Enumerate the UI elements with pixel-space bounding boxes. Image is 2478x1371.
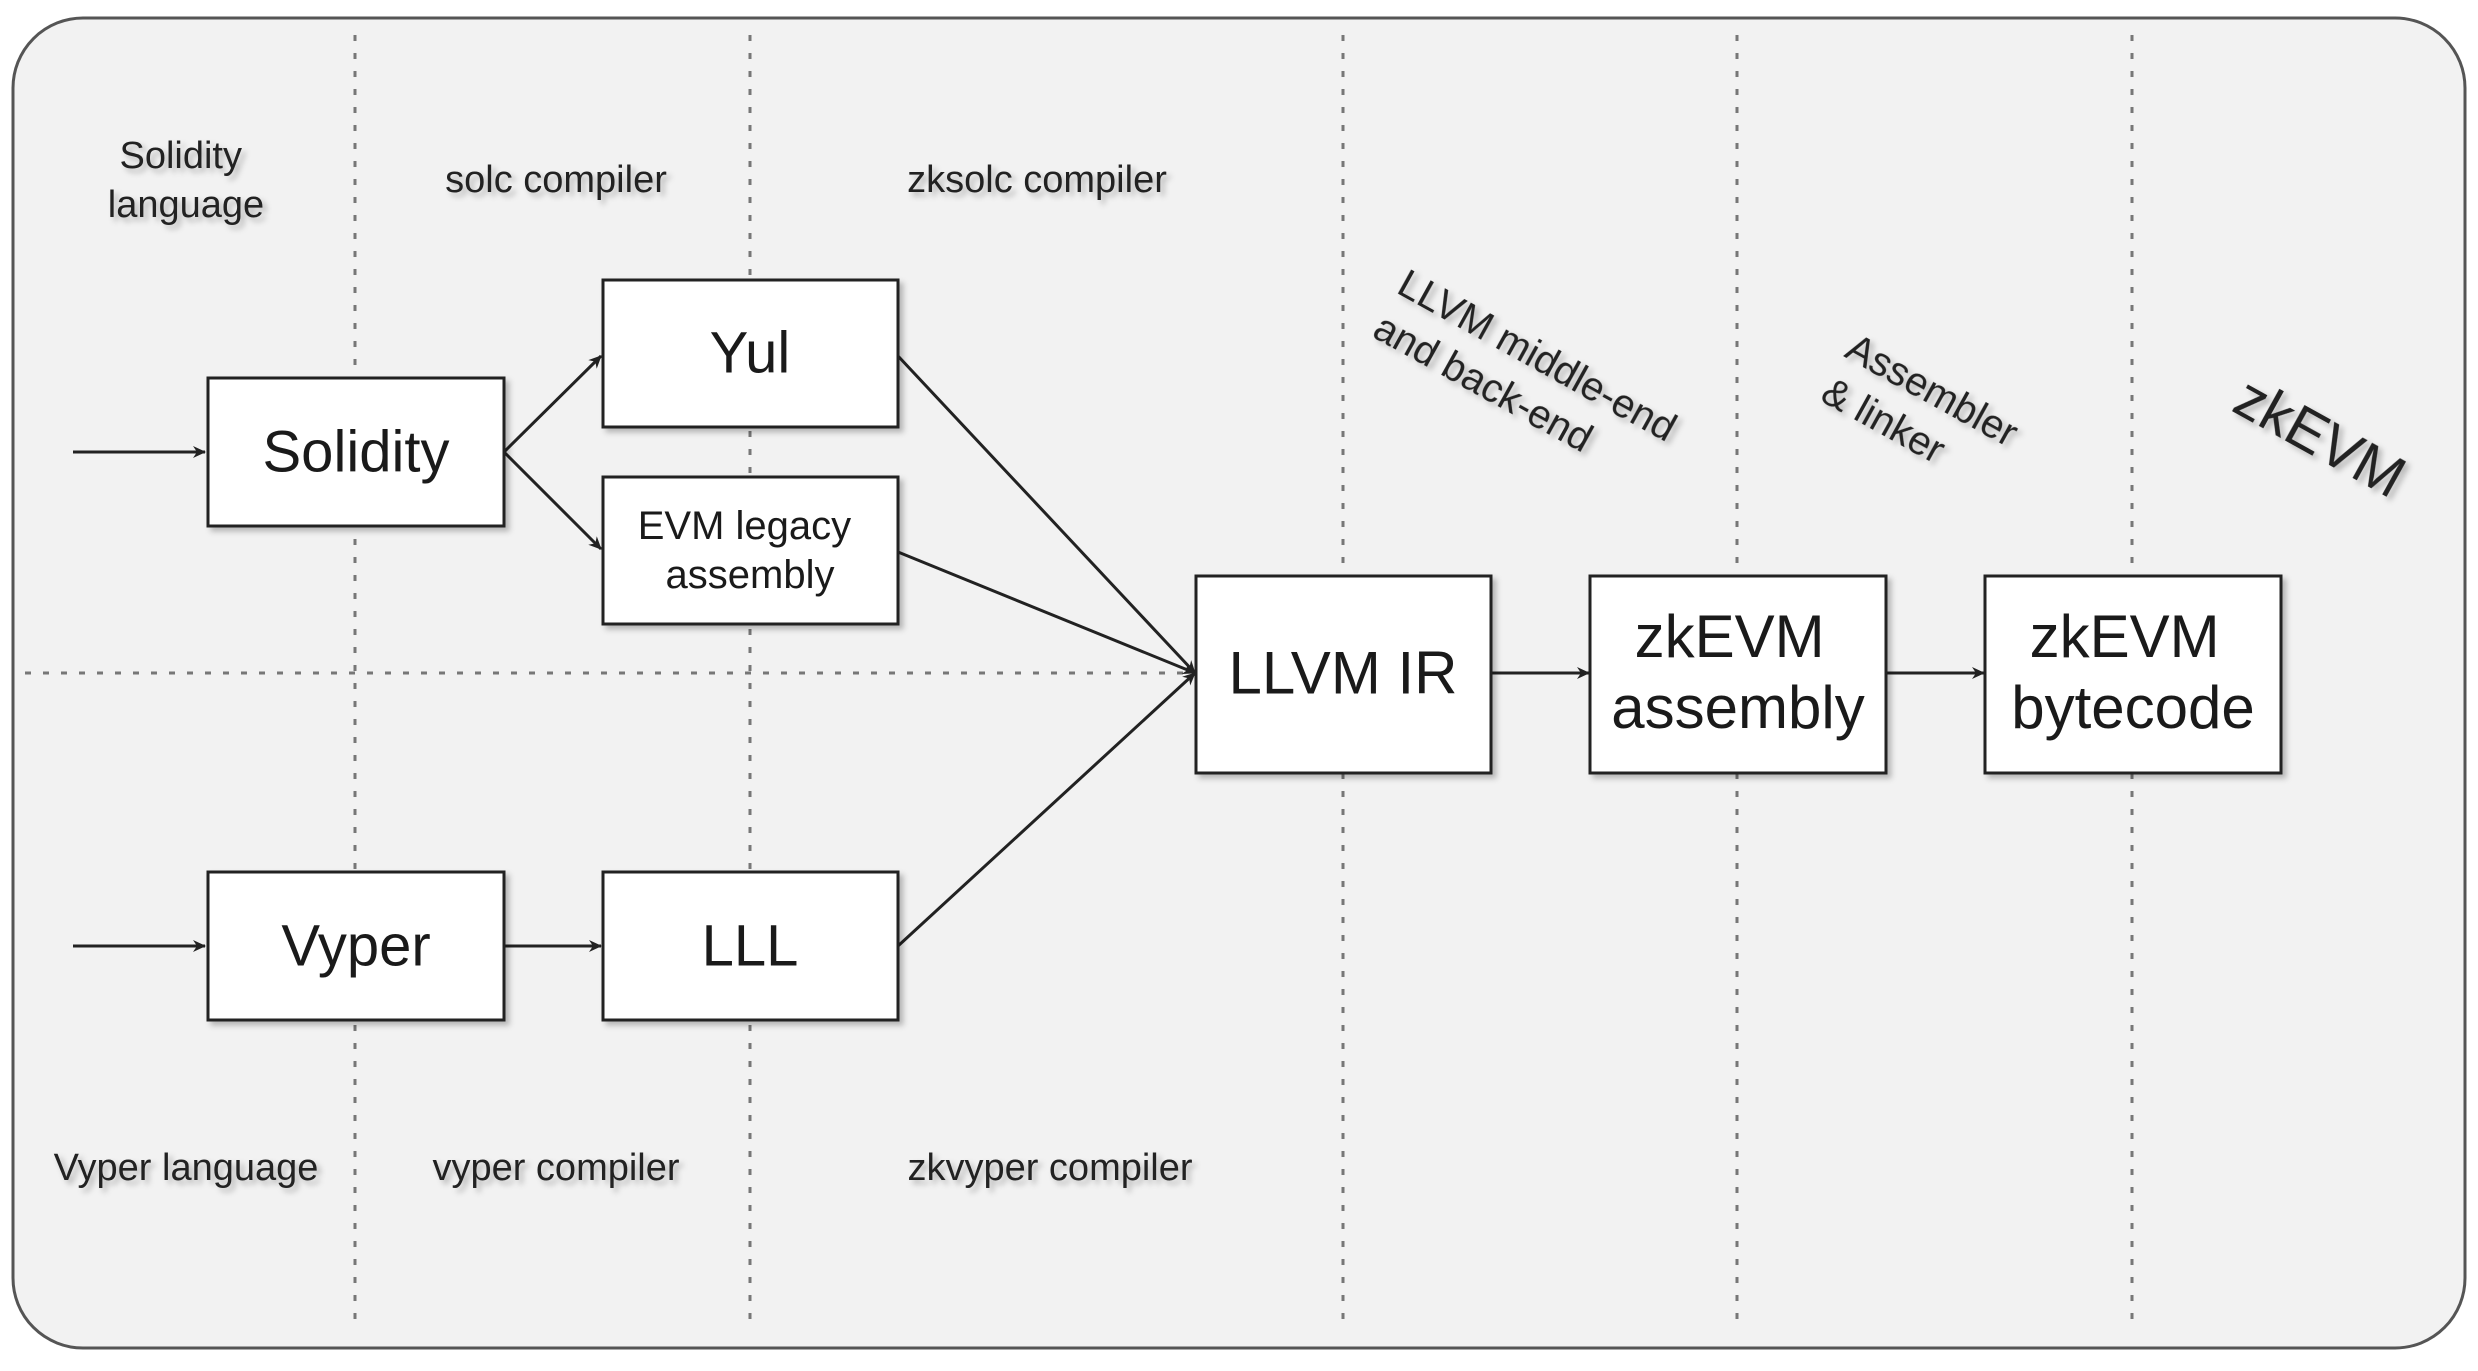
- node-yul-label: Yul: [710, 321, 791, 386]
- label-zkvyper-compiler: zkvyper compiler: [907, 1147, 1192, 1189]
- node-zkevm-assembly-line-2: assembly: [1611, 674, 1864, 741]
- edge-solidity-yul: [502, 354, 603, 454]
- node-vyper-label: Vyper: [281, 914, 430, 979]
- nodes: Solidity Yul EVM legacy assembly Vyper L…: [206, 278, 2283, 1022]
- node-evm-legacy-assembly: EVM legacy assembly: [601, 475, 900, 626]
- edge-solidity-evm-legacy: [502, 450, 603, 551]
- node-zkevm-assembly: zkEVM assembly: [1588, 574, 1888, 775]
- node-llvm-ir: LLVM IR: [1194, 574, 1493, 775]
- node-zkevm-assembly-label: zkEVM assembly: [1611, 603, 1864, 741]
- dividers: [25, 35, 2134, 1320]
- node-lll: LLL: [601, 870, 900, 1022]
- node-llvm-ir-label: LLVM IR: [1229, 640, 1458, 707]
- label-solc-compiler: solc compiler: [445, 159, 667, 201]
- edges: [73, 354, 1985, 952]
- node-zkevm-bytecode-line-1: zkEVM: [2030, 603, 2220, 670]
- label-solidity-language-line-1: Solidity: [119, 135, 242, 177]
- label-solidity-language: Solidity language: [108, 135, 264, 226]
- node-solidity-label: Solidity: [263, 420, 450, 485]
- node-solidity: Solidity: [206, 376, 506, 528]
- node-evm-legacy-line-2: assembly: [666, 553, 835, 597]
- edge-lll-llvm-ir: [896, 671, 1197, 948]
- node-lll-label: LLL: [702, 914, 799, 979]
- node-evm-legacy-line-1: EVM legacy: [638, 504, 851, 548]
- label-vyper-compiler: vyper compiler: [432, 1147, 679, 1189]
- label-zksolc-compiler: zksolc compiler: [907, 159, 1167, 201]
- node-zkevm-bytecode-line-2: bytecode: [2011, 674, 2255, 741]
- node-zkevm-assembly-line-1: zkEVM: [1635, 603, 1825, 670]
- node-vyper: Vyper: [206, 870, 506, 1022]
- node-zkevm-bytecode-label: zkEVM bytecode: [2011, 603, 2255, 741]
- edge-evm-legacy-llvm-ir: [897, 550, 1196, 675]
- node-evm-legacy-label: EVM legacy assembly: [638, 504, 863, 597]
- label-solidity-language-line-2: language: [108, 184, 264, 226]
- edge-yul-llvm-ir: [896, 354, 1197, 675]
- node-zkevm-bytecode: zkEVM bytecode: [1983, 574, 2283, 775]
- label-vyper-language: Vyper language: [54, 1147, 319, 1189]
- node-yul: Yul: [601, 278, 900, 429]
